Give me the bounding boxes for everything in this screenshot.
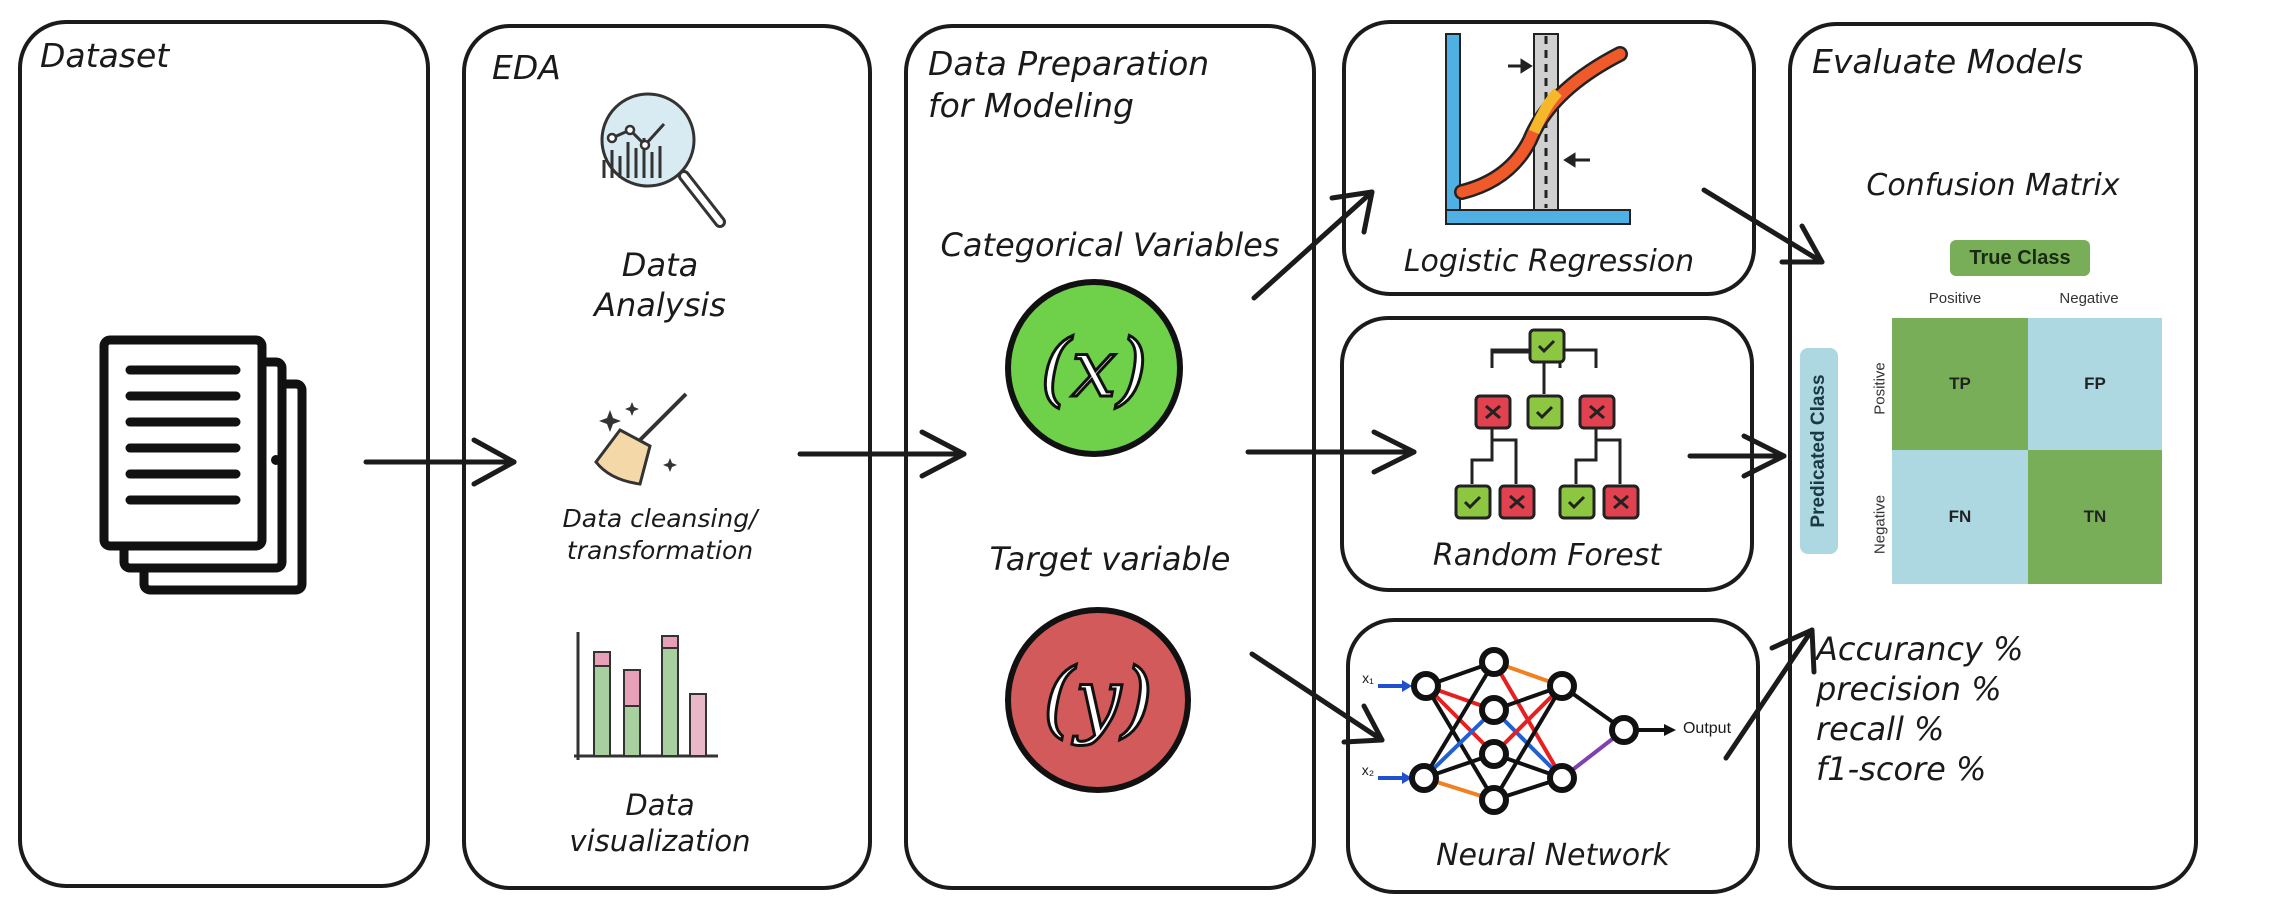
- data-cleansing-label-line1: Data cleansing/: [562, 504, 758, 533]
- nn-output-label: Output: [1682, 720, 1732, 737]
- cm-cell-tp: TP: [1892, 318, 2028, 450]
- metric-recall: recall %: [1816, 710, 1945, 748]
- prep-title-line1: Data Preparation: [928, 44, 1210, 83]
- col-negative-label: Negative: [2059, 290, 2119, 307]
- predicted-class-badge: Predicated Class: [1800, 348, 1838, 554]
- random-forest-label: Random Forest: [1432, 538, 1662, 573]
- target-symbol: (y): [1041, 651, 1154, 749]
- eda-panel: [462, 24, 872, 890]
- confusion-matrix-title: Confusion Matrix: [1866, 168, 2120, 203]
- data-analysis-label-line1: Data: [621, 246, 699, 284]
- row-positive-label: Positive: [1871, 362, 1889, 415]
- data-preparation-panel: [904, 24, 1316, 890]
- evaluate-title: Evaluate Models: [1812, 42, 2083, 81]
- data-cleansing-label-line2: transformation: [566, 536, 754, 565]
- neural-network-label: Neural Network: [1436, 838, 1670, 873]
- metric-precision: precision %: [1816, 670, 2002, 708]
- predicted-class-text: Predicated Class: [1808, 374, 1829, 528]
- categorical-variables-label: Categorical Variables: [940, 226, 1280, 264]
- row-negative-label: Negative: [1871, 494, 1889, 555]
- cm-cell-fp: FP: [2028, 318, 2162, 450]
- categorical-symbol: (x): [1039, 321, 1150, 417]
- nn-input-x2: x₂: [1361, 762, 1375, 778]
- col-positive-label: Positive: [1928, 290, 1982, 307]
- nn-input-x1: x₁: [1362, 670, 1374, 686]
- metric-accuracy: Accurancy %: [1816, 630, 2024, 668]
- data-analysis-label-line2: Analysis: [594, 286, 726, 324]
- data-visualization-label-line1: Data: [625, 788, 695, 822]
- data-visualization-label-line2: visualization: [569, 824, 751, 858]
- prep-title-line2: for Modeling: [928, 86, 1134, 125]
- metric-f1-score: f1-score %: [1816, 750, 1987, 788]
- target-variable-label: Target variable: [989, 540, 1231, 578]
- logistic-regression-label: Logistic Regression: [1403, 244, 1695, 279]
- eda-title: EDA: [492, 48, 561, 87]
- dataset-title: Dataset: [40, 36, 170, 75]
- true-class-badge: True Class: [1950, 240, 2090, 276]
- cm-cell-tn: TN: [2028, 450, 2162, 584]
- cm-cell-fn: FN: [1892, 450, 2028, 584]
- dataset-panel: [18, 20, 430, 888]
